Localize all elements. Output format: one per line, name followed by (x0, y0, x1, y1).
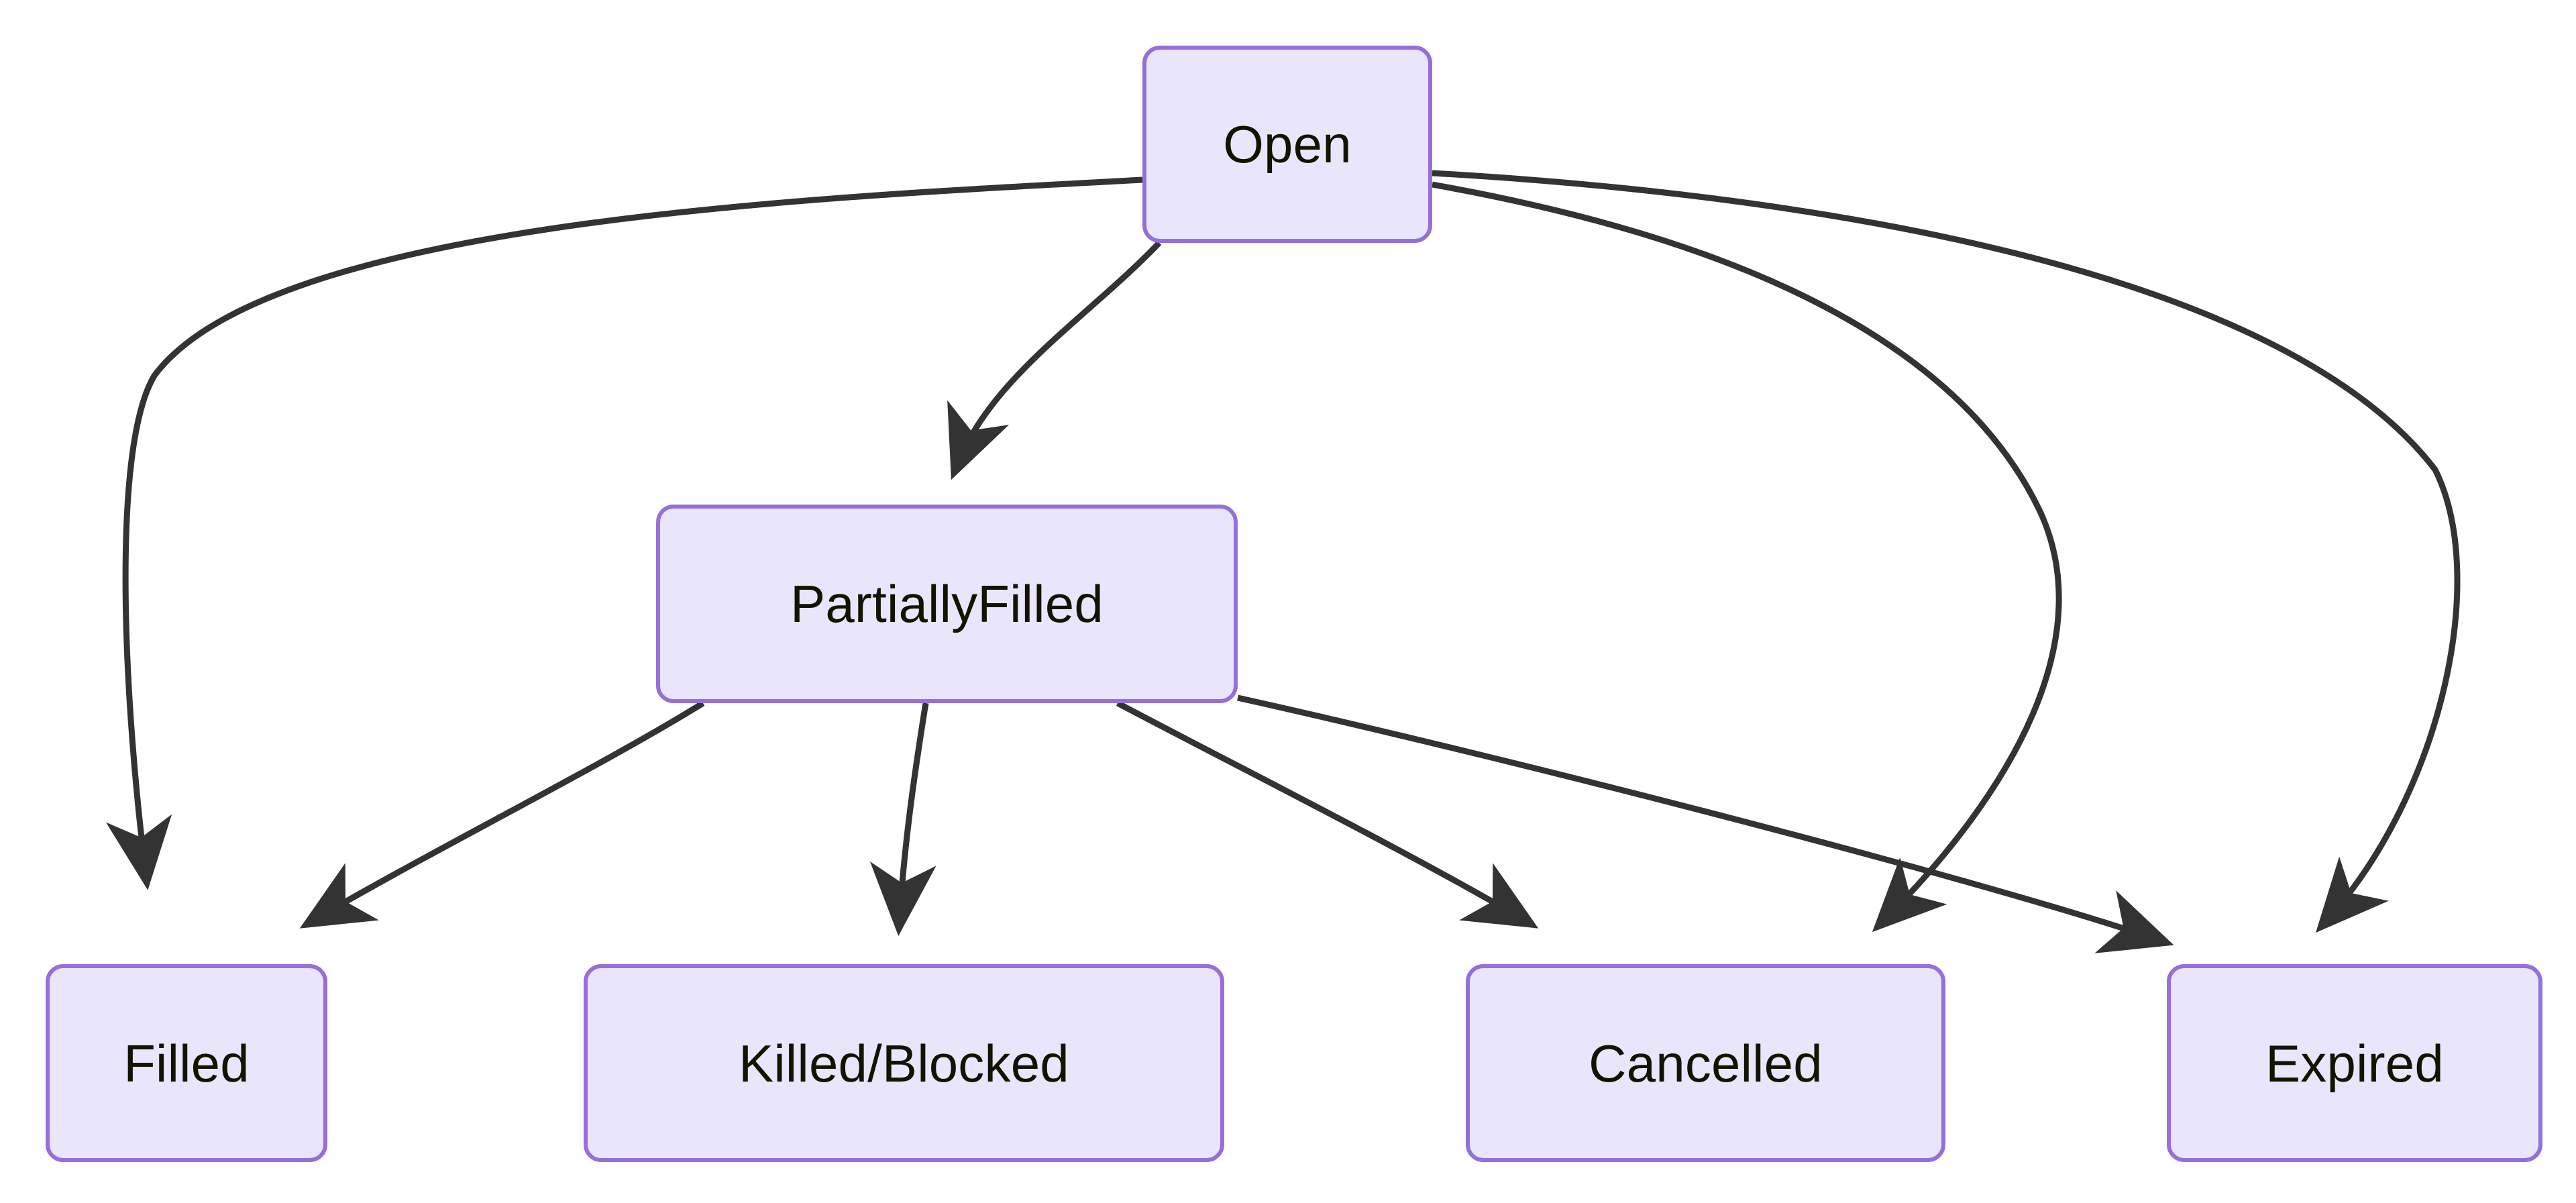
node-partiallyfilled-label: PartiallyFilled (790, 574, 1104, 633)
node-filled-label: Filled (123, 1033, 250, 1093)
edge-open-to-cancelled (1432, 181, 2062, 933)
node-partiallyfilled[interactable]: PartiallyFilled (656, 505, 1238, 703)
edge-open-to-filled (105, 176, 1143, 890)
edge-partiallyfilled-to-cancelled (1116, 700, 1539, 929)
node-expired-label: Expired (2265, 1033, 2444, 1093)
edge-partiallyfilled-to-filled (299, 700, 705, 929)
edge-partiallyfilled-to-expired (1237, 694, 2174, 953)
edge-open-to-expired (1432, 170, 2461, 933)
node-killed-blocked-label: Killed/Blocked (739, 1033, 1069, 1093)
node-expired[interactable]: Expired (2167, 964, 2542, 1162)
node-cancelled[interactable]: Cancelled (1466, 964, 1945, 1162)
node-open[interactable]: Open (1142, 46, 1432, 243)
edge-partiallyfilled-to-killed (869, 702, 936, 936)
edge-open-to-partiallyfilled (947, 240, 1162, 480)
node-cancelled-label: Cancelled (1589, 1033, 1823, 1093)
node-open-label: Open (1223, 115, 1352, 174)
node-killed-blocked[interactable]: Killed/Blocked (584, 964, 1224, 1162)
node-filled[interactable]: Filled (46, 964, 327, 1162)
